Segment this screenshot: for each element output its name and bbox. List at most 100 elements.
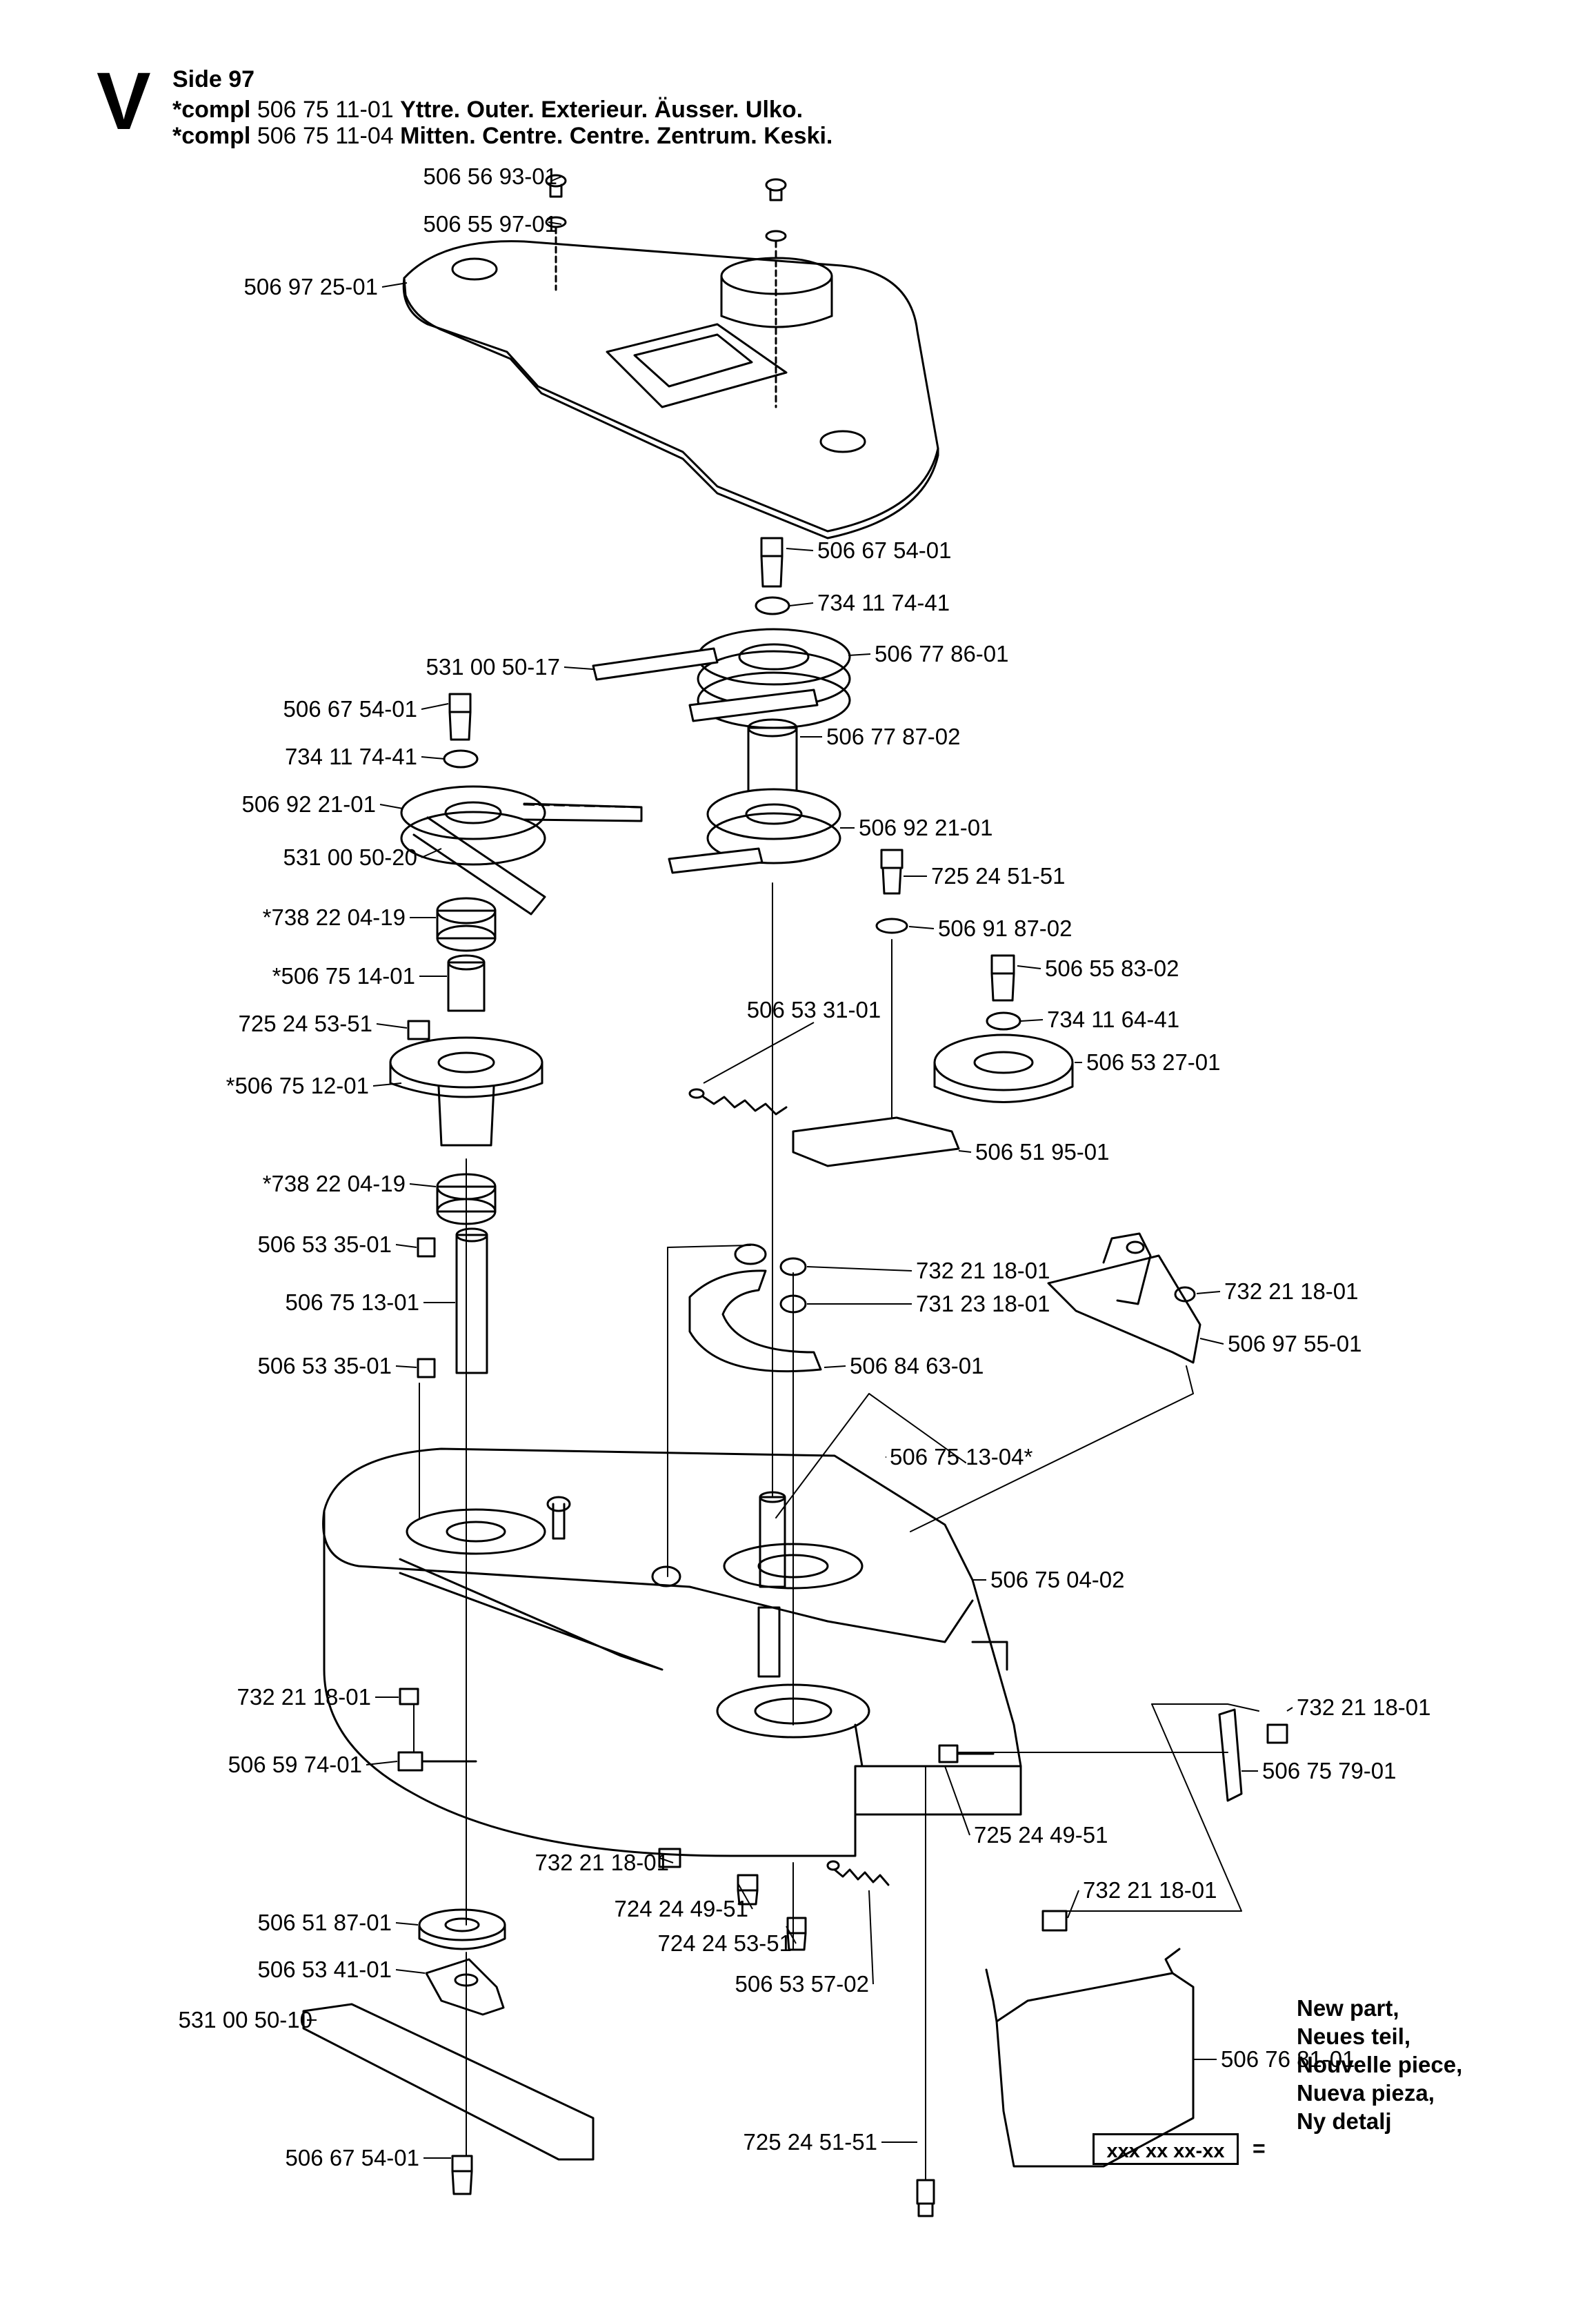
callout-leader-4: [786, 548, 814, 551]
callout-label-35: 506 75 04-02: [990, 1567, 1125, 1592]
callout-label-3: 506 97 25-01: [243, 274, 378, 299]
callout-leader-16: [908, 926, 935, 929]
main-deck-housing: [322, 1447, 1022, 1857]
callout-layer: 506 56 93-01 506 55 97-01 506 97 25-01 506 …: [178, 164, 1430, 2170]
callout-leader-13: [421, 848, 442, 858]
callout-label-17: *506 75 14-01: [272, 963, 415, 989]
callout-leader-41: [1067, 1890, 1079, 1919]
idler-pulley: [875, 849, 1074, 1103]
callout-label-47: 506 53 57-02: [735, 1971, 869, 1997]
compl-prefix-2: *compl: [172, 123, 251, 149]
upper-pulley-group: [592, 537, 851, 795]
callout-leader-26: [395, 1244, 417, 1248]
callout-leader-44: [395, 1922, 419, 1926]
callout-leader-2: [548, 221, 562, 225]
legend-line-2: Neues teil,: [1297, 2024, 1411, 2049]
callout-label-7: 506 77 86-01: [875, 641, 1009, 666]
callout-leader-21: [1020, 1019, 1044, 1022]
left-pulley-group: [389, 693, 643, 1378]
callout-leader-3: [381, 282, 408, 288]
assembly-guide-lines: [413, 882, 1259, 2181]
callout-label-15: *738 22 04-19: [263, 904, 406, 930]
middle-pulley: [523, 788, 841, 874]
callout-leader-31: [1199, 1338, 1224, 1345]
callout-label-45: 724 24 53-51: [657, 1930, 792, 1956]
callout-leader-19: [703, 1022, 815, 1084]
callout-leader-5: [789, 602, 814, 606]
callout-label-19: 506 53 31-01: [747, 997, 881, 1022]
legend-line-3: Nouvelle piece,: [1297, 2052, 1463, 2077]
callout-leader-6: [563, 666, 594, 670]
legend-line-1: New part,: [1297, 1995, 1399, 2021]
callout-leader-46: [395, 1969, 426, 1974]
callout-label-13: 531 00 50-20: [283, 844, 417, 870]
callout-label-18: 506 55 83-02: [1045, 956, 1179, 981]
callout-label-1: 506 56 93-01: [423, 164, 557, 189]
legend-line-5: Ny detalj: [1297, 2108, 1392, 2134]
compl-line-1: *compl 506 75 11-01 Yttre. Outer. Exteri…: [172, 98, 803, 121]
callout-label-49: 506 76 81-01: [1221, 2046, 1355, 2072]
callout-label-36: 732 21 18-01: [237, 1684, 371, 1710]
legend-equals: =: [1253, 2136, 1266, 2161]
callout-leader-10: [421, 756, 446, 760]
callout-label-27: 732 21 18-01: [916, 1258, 1050, 1283]
callout-label-21: 734 11 64-41: [1047, 1007, 1179, 1032]
callout-label-51: 506 67 54-01: [285, 2145, 419, 2170]
idler-arm: [688, 1088, 960, 1167]
callout-label-10: 734 11 74-41: [285, 744, 417, 769]
callout-label-5: 734 11 74-41: [817, 590, 950, 615]
callout-label-40: 725 24 49-51: [974, 1822, 1108, 1848]
callout-leader-25: [409, 1183, 437, 1187]
callout-leader-29: [1196, 1291, 1221, 1294]
callout-leader-42: [659, 1857, 674, 1863]
discharge-deflector: [985, 1910, 1195, 2168]
side-bracket: [1218, 1708, 1288, 1802]
callout-label-28: 731 23 18-01: [916, 1291, 1050, 1316]
callout-leader-20: [376, 1023, 408, 1029]
compl-desc-1: Yttre. Outer. Exterieur. Äusser. Ulko.: [400, 97, 804, 123]
callout-label-31: 506 97 55-01: [1228, 1331, 1362, 1356]
callout-leader-43: [737, 1883, 753, 1910]
callout-label-4: 506 67 54-01: [817, 537, 952, 563]
callout-label-23: 506 53 27-01: [1086, 1049, 1221, 1075]
callout-label-8: 506 67 54-01: [283, 696, 417, 722]
top-screws: [545, 174, 787, 408]
callout-label-34: 506 75 13-04*: [890, 1444, 1033, 1470]
callout-leader-24: [958, 1150, 972, 1153]
callout-label-32: 506 53 35-01: [257, 1353, 392, 1378]
callout-label-11: 506 92 21-01: [241, 791, 376, 817]
callout-leader-38: [366, 1761, 398, 1765]
callout-label-50: 725 24 51-51: [743, 2129, 877, 2155]
callout-label-42: 732 21 18-01: [535, 1850, 669, 1875]
page-label: Side 97: [172, 66, 255, 92]
center-bracket: [688, 1243, 822, 1373]
callout-label-6: 531 00 50-17: [426, 654, 560, 680]
compl-desc-2: Mitten. Centre. Centre. Zentrum. Keski.: [400, 123, 833, 149]
callout-leader-22: [372, 1082, 402, 1087]
callout-label-41: 732 21 18-01: [1083, 1877, 1217, 1903]
callout-leader-37: [1286, 1707, 1293, 1712]
callout-label-20: 725 24 53-51: [238, 1011, 372, 1036]
right-bracket: [1047, 1232, 1201, 1364]
callout-leader-33: [824, 1365, 846, 1368]
callout-label-37: 732 21 18-01: [1297, 1694, 1431, 1720]
callout-leader-32: [395, 1365, 417, 1368]
legend-new-part-box: xxx xx xx-xx: [1093, 2133, 1239, 2165]
callout-leader-7: [848, 653, 871, 656]
callout-label-48: 531 00 50-10: [178, 2007, 312, 2032]
callout-leader-11: [379, 804, 403, 809]
callout-leader-40: [944, 1765, 970, 1836]
compl-part-1: 506 75 11-01: [257, 97, 394, 123]
callout-label-24: 506 51 95-01: [975, 1139, 1110, 1165]
callout-label-2: 506 55 97-01: [423, 211, 557, 237]
callout-label-39: 506 75 79-01: [1262, 1758, 1397, 1783]
callout-label-33: 506 84 63-01: [850, 1353, 984, 1378]
callout-label-43: 724 24 49-51: [614, 1896, 748, 1921]
compl-line-2: *compl 506 75 11-04 Mitten. Centre. Cent…: [172, 124, 832, 148]
legend-text: New part, Neues teil, Nouvelle piece, Nu…: [1297, 1994, 1462, 2135]
callout-label-22: *506 75 12-01: [226, 1073, 369, 1098]
callout-leader-27: [806, 1266, 912, 1272]
callout-label-44: 506 51 87-01: [257, 1910, 392, 1935]
callout-leader-18: [1017, 965, 1041, 969]
